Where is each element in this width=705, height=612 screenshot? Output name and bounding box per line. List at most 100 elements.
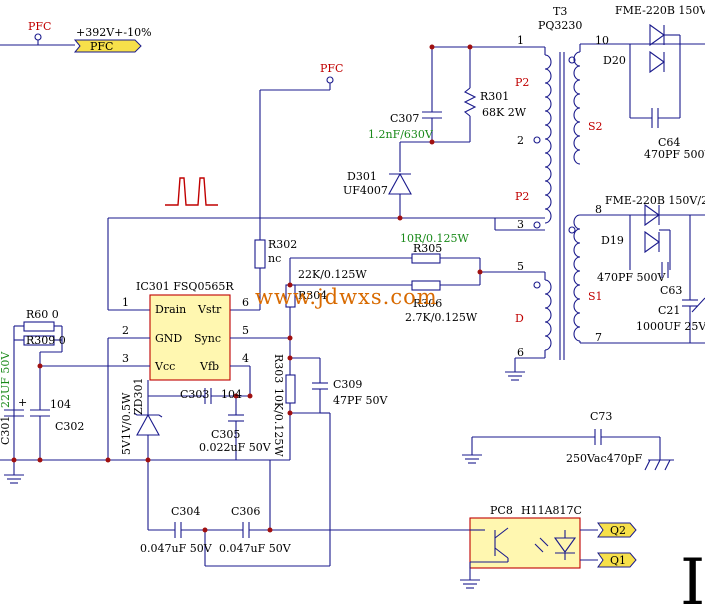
c304-c306 xyxy=(148,412,470,567)
r302 xyxy=(230,239,266,311)
big-letter-partial: I xyxy=(680,546,705,612)
c21-ref: C21 xyxy=(658,304,680,317)
t3-pin5: 5 xyxy=(517,260,524,273)
r60-r309 xyxy=(13,321,63,460)
r302-value: nc xyxy=(268,252,281,265)
r303-ref: R303 xyxy=(272,354,285,383)
c302-value: 104 xyxy=(50,398,71,411)
ic-pin-num-1: 1 xyxy=(122,296,129,309)
t3-core: PQ3230 xyxy=(538,19,582,32)
c303-ref: C303 xyxy=(180,388,209,401)
c303-c305 xyxy=(148,388,253,460)
feedback-resistors xyxy=(285,253,483,358)
ic-pin-num-5: 5 xyxy=(242,324,249,337)
c305-value: 0.022uF 50V xyxy=(199,441,272,454)
pfc-net-label-mid: PFC xyxy=(320,62,343,75)
t3-pin6: 6 xyxy=(517,346,524,359)
t3-pin10: 10 xyxy=(595,34,609,47)
c64-ref: C64 xyxy=(658,136,680,149)
ic-pin-vfb: Vfb xyxy=(199,360,219,373)
cap-470pf: 470PF 500V xyxy=(597,271,667,284)
ic-pin-num-4: 4 xyxy=(242,352,249,365)
t3-pin3: 3 xyxy=(517,218,524,231)
c301-value: 22UF 50V xyxy=(0,351,12,408)
pfc-rail xyxy=(0,33,142,53)
r301-ref: R301 xyxy=(480,90,509,103)
ic-pin-num-3: 3 xyxy=(122,352,129,365)
fme-top: FME-220B 150V/ xyxy=(615,4,705,17)
q1-flag xyxy=(597,552,637,568)
r304-value: 22K/0.125W xyxy=(298,268,367,281)
watermark: www.jdwxs.com xyxy=(255,285,438,309)
q1-label: Q1 xyxy=(610,554,626,567)
r302-ref: R302 xyxy=(268,238,297,251)
c64-value: 470PF 500V xyxy=(644,148,705,161)
ic-pin-vcc: Vcc xyxy=(154,360,175,373)
switching-waveform xyxy=(165,177,218,206)
c305-ref: C305 xyxy=(211,428,240,441)
d19-ref: D19 xyxy=(601,234,624,247)
r306-value: 2.7K/0.125W xyxy=(405,311,478,324)
c73-ref: C73 xyxy=(590,410,612,423)
winding-s2: S2 xyxy=(588,120,603,133)
zd301 xyxy=(133,396,163,530)
pc8-ref: PC8 xyxy=(490,504,513,517)
t3-pin2: 2 xyxy=(517,134,524,147)
c73 xyxy=(462,429,674,471)
d20-ref: D20 xyxy=(603,54,626,67)
ic-pin-num-2: 2 xyxy=(122,324,129,337)
zd301-value: 5V1V/0.5W xyxy=(120,392,133,455)
t3-ref: T3 xyxy=(553,5,567,18)
r305-ref: R305 xyxy=(413,242,442,255)
c306-value: 0.047uF 50V xyxy=(219,542,292,555)
c21-value: 1000UF 25V xyxy=(636,320,705,333)
pfc-flag-label: PFC xyxy=(90,40,113,53)
c63-ref: C63 xyxy=(660,284,682,297)
pfc-flag xyxy=(73,39,142,53)
c73-value: 250Vac470pF xyxy=(566,452,643,465)
primary-network xyxy=(107,44,545,311)
r305-value: 10R/0.125W xyxy=(400,232,469,245)
c307-value: 1.2nF/630V xyxy=(368,128,434,141)
winding-s1: S1 xyxy=(588,290,603,303)
c303-value: 104 xyxy=(221,388,242,401)
t3-pin1: 1 xyxy=(517,34,524,47)
ic-pin-gnd: GND xyxy=(155,332,182,345)
winding-p2-b: P2 xyxy=(515,190,529,203)
r306-ref: R306 xyxy=(413,297,442,310)
r309-label: R309 0 xyxy=(26,334,66,347)
t3-pin8: 8 xyxy=(595,203,602,216)
q2-flag xyxy=(597,522,637,538)
secondary-rectifiers xyxy=(620,23,705,343)
ic301-ref: IC301 FSQ0565R xyxy=(136,280,234,293)
input-caps xyxy=(0,363,290,484)
ic-pin-vstr: Vstr xyxy=(197,303,222,316)
q2-label: Q2 xyxy=(610,524,626,537)
c301-ref: C301 xyxy=(0,416,12,445)
ic-pin-num-6: 6 xyxy=(242,296,249,309)
c304-ref: C304 xyxy=(171,505,200,518)
r60-label: R60 0 xyxy=(26,308,59,321)
winding-d: D xyxy=(515,312,524,325)
r303-c309 xyxy=(285,335,328,460)
d301-ref: D301 xyxy=(347,170,377,183)
c301-polarity: + xyxy=(18,396,27,409)
ic-pin-sync: Sync xyxy=(194,332,221,345)
r304-ref: R304 xyxy=(298,289,327,302)
c304-value: 0.047uF 50V xyxy=(140,542,213,555)
d301-value: UF4007 xyxy=(343,184,388,197)
r301-value: 68K 2W xyxy=(482,106,527,119)
zd301-ref: ZD301 xyxy=(132,378,145,415)
transformer-t3 xyxy=(480,43,705,381)
ic-pin-drain: Drain xyxy=(155,303,186,316)
t3-pin7: 7 xyxy=(595,331,602,344)
winding-p2-a: P2 xyxy=(515,76,529,89)
c302-ref: C302 xyxy=(55,420,84,433)
ic301-fsq0565r xyxy=(40,294,290,460)
pfc-flag-note: +392V+-10% xyxy=(76,26,152,39)
pfc-net-label-top: PFC xyxy=(28,20,51,33)
c307-ref: C307 xyxy=(390,112,419,125)
r303-value: 10K/0.125W xyxy=(272,388,285,457)
pc8-part: H11A817C xyxy=(521,504,582,517)
